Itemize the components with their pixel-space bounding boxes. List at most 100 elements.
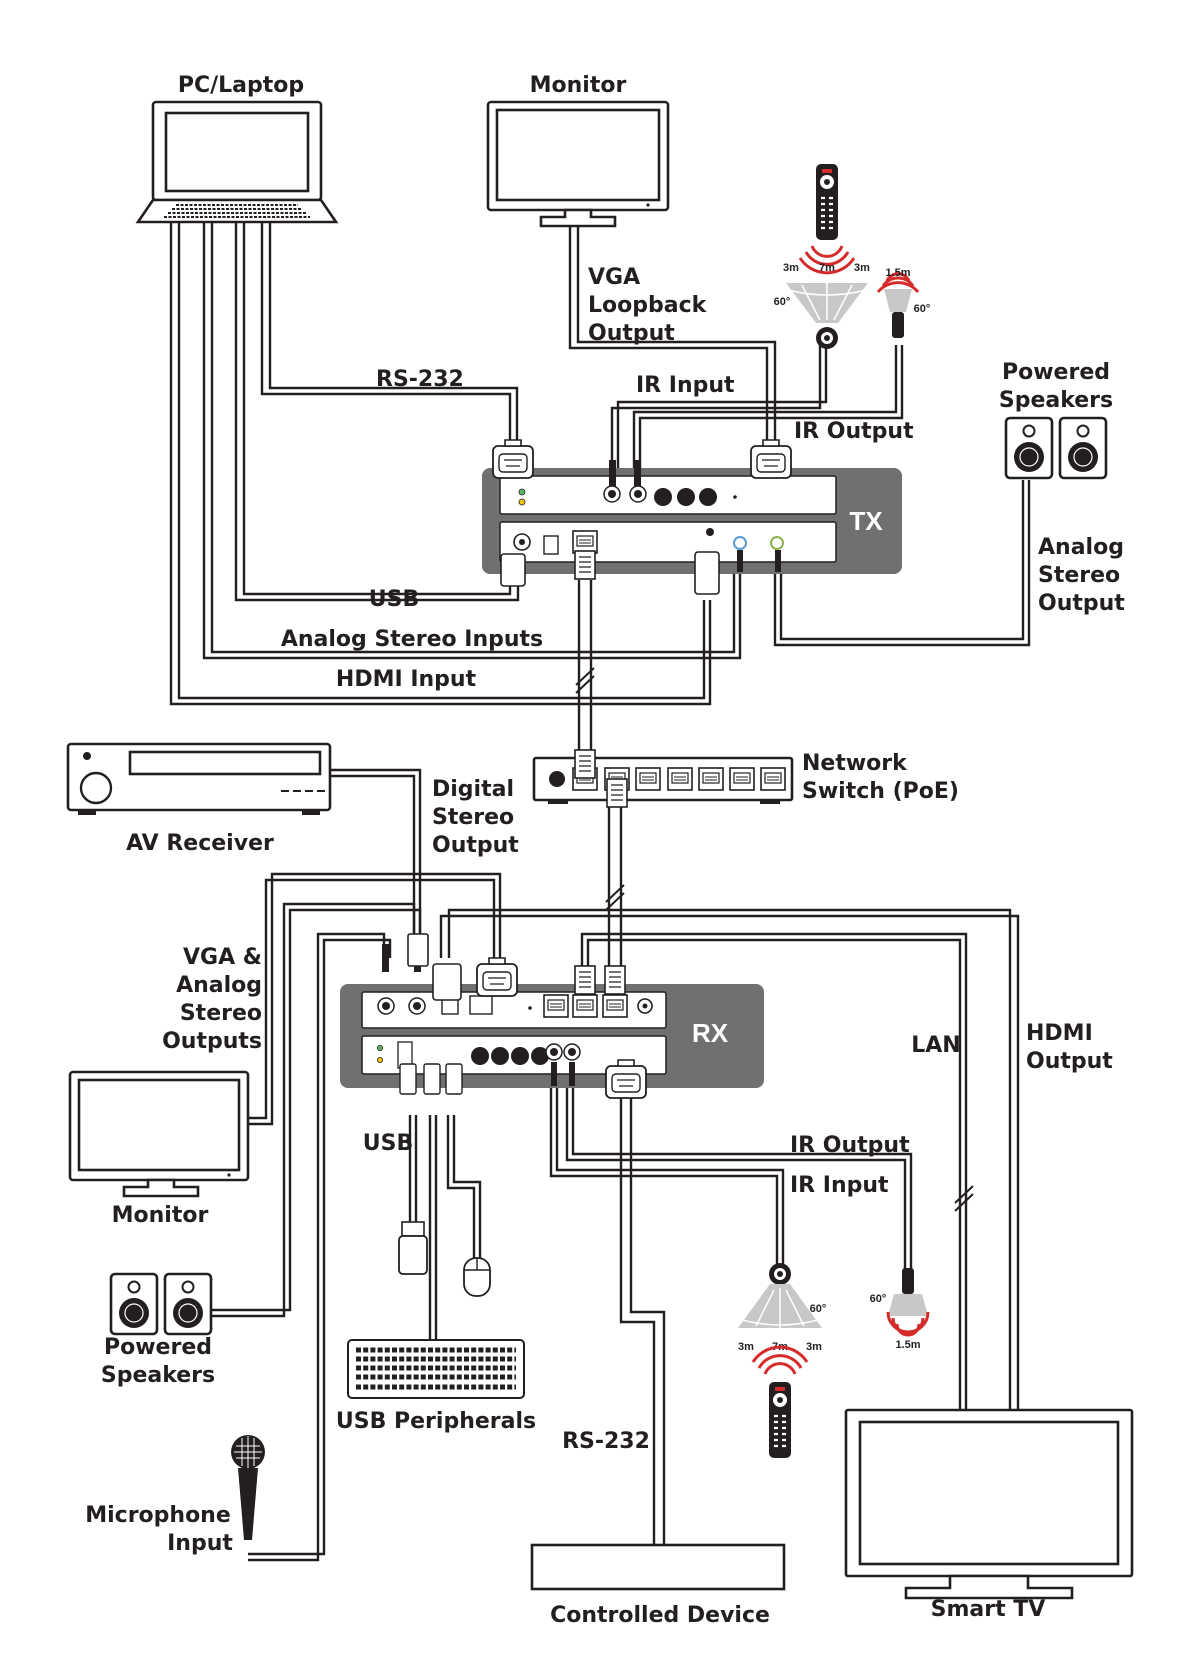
rx-vga-plug	[476, 957, 518, 997]
vga-loopback-label-2: Loopback	[588, 293, 708, 318]
remote-control-icon	[814, 162, 840, 242]
tx-label: TX	[849, 506, 883, 536]
cables	[169, 212, 1031, 1562]
usb-bottom-label: USB	[363, 1131, 413, 1156]
ir-output-top-label: IR Output	[794, 419, 914, 444]
ir-emitter-angle: 60°	[870, 1293, 887, 1305]
ir-emitter-angle: 60°	[914, 303, 931, 315]
tx-unit: TX	[482, 439, 902, 595]
ir-emitter-range: 1.5m	[885, 267, 910, 279]
smart-tv-label: Smart TV	[931, 1597, 1046, 1622]
rx-ir-in-jack	[545, 1043, 563, 1061]
hdmi-output-label-2: Output	[1026, 1049, 1113, 1074]
speaker-left-icon	[109, 1272, 159, 1336]
rx-lan3-port	[543, 994, 569, 1018]
cable-line-out	[202, 902, 416, 1318]
lan-label: LAN	[911, 1033, 960, 1058]
cable-ir-input-bottom	[549, 1082, 779, 1268]
ir-range-right: 3m	[806, 1341, 822, 1353]
ir-emitter-icon	[892, 312, 904, 338]
cable-analog-stereo-inputs	[202, 212, 742, 660]
monitor-top: Monitor	[486, 73, 670, 228]
cable-mic-in	[248, 932, 386, 1562]
pc-laptop-label: PC/Laptop	[178, 73, 304, 98]
usb-flash-drive-icon	[398, 1235, 428, 1275]
cable-usb-top	[234, 212, 520, 602]
cable-digital-stereo-output	[330, 774, 416, 935]
digital-stereo-output-label-3: Output	[432, 833, 519, 858]
cable-break-marks	[575, 667, 974, 1212]
cable-usb-mouse	[446, 1115, 476, 1258]
controlled-device-label: Controlled Device	[550, 1603, 770, 1628]
speaker-right-icon	[163, 1272, 213, 1336]
switch-port-3	[635, 767, 661, 791]
ir-range-center: 7m	[819, 262, 835, 274]
switch-port-7	[760, 767, 786, 791]
optical-plug-icon	[407, 933, 429, 967]
vga-analog-outputs-label-4: Outputs	[162, 1029, 262, 1054]
digital-stereo-output-label-1: Digital	[432, 777, 514, 802]
ir-receiver-bottom: 3m 7m 3m 60°	[738, 1263, 827, 1460]
rs232-bottom-label: RS-232	[562, 1429, 650, 1454]
rs232-connector	[492, 439, 534, 479]
ir-range-right: 3m	[854, 262, 870, 274]
microphone-label-2: Input	[167, 1531, 233, 1556]
rx-rs232-plug	[605, 1059, 647, 1099]
rx-hdmi-plug-icon	[432, 963, 462, 1001]
mic-in-jack	[377, 997, 395, 1015]
ir-receiver-top: 3m 7m 3m 60°	[774, 162, 870, 349]
analog-stereo-output-label-2: Stereo	[1038, 563, 1120, 588]
cable-rs232-bottom	[619, 1098, 656, 1545]
cable-analog-stereo-output	[773, 480, 1031, 647]
usb-peripherals: USB Peripherals	[336, 1221, 536, 1434]
remote-control-icon	[767, 1380, 793, 1460]
line-out-jack	[408, 997, 426, 1015]
powered-speakers-bottom: Powered Speakers	[101, 1272, 215, 1388]
ir-emitter-top: 1.5m 60°	[876, 267, 931, 338]
smart-tv: Smart TV	[844, 1408, 1134, 1622]
powered-speakers-top-label-2: Speakers	[999, 388, 1113, 413]
powered-speakers-bottom-label-1: Powered	[104, 1335, 212, 1360]
hdmi-output-label-1: HDMI	[1026, 1021, 1093, 1046]
ir-emitter-bottom: 60° 1.5m	[870, 1268, 930, 1351]
ir-in-jack	[629, 485, 647, 503]
ir-input-top-label: IR Input	[636, 373, 735, 398]
tx-rj45-plug	[574, 550, 596, 580]
rs232-top-label: RS-232	[376, 367, 464, 392]
usb-peripherals-label: USB Peripherals	[336, 1409, 536, 1434]
network-switch: Network Switch (PoE)	[532, 749, 959, 808]
ir-range-left: 3m	[783, 262, 799, 274]
vga-loopback-label-3: Output	[588, 321, 675, 346]
network-switch-label-2: Switch (PoE)	[802, 779, 959, 804]
cable-vga-loopback	[568, 222, 769, 440]
rx-label: RX	[692, 1018, 729, 1048]
pc-laptop: PC/Laptop	[135, 73, 339, 224]
cable-ir-output-bottom	[565, 1082, 907, 1270]
vga-analog-outputs-label-3: Stereo	[180, 1001, 262, 1026]
cable-vga-out	[248, 878, 496, 1120]
monitor-bottom: Monitor	[68, 1070, 250, 1228]
cable-ir-output-top	[638, 345, 904, 480]
powered-speakers-top-label-1: Powered	[1002, 360, 1110, 385]
microphone: Microphone Input	[85, 1435, 265, 1556]
cable-hdmi-input	[169, 212, 712, 706]
av-receiver-label: AV Receiver	[126, 831, 274, 856]
rx-unit: RX	[340, 933, 764, 1099]
speaker-left-icon	[1004, 416, 1054, 480]
microphone-label-1: Microphone	[85, 1503, 231, 1528]
monitor-top-label: Monitor	[530, 73, 627, 98]
usb-plug-icon	[500, 553, 526, 587]
ir-angle: 60°	[774, 296, 791, 308]
speaker-right-icon	[1058, 416, 1108, 480]
ir-angle: 60°	[810, 1303, 827, 1315]
hdmi-plug-icon	[694, 551, 720, 595]
cable-hdmi-output	[439, 914, 1020, 1410]
analog-stereo-inputs-label: Analog Stereo Inputs	[281, 627, 543, 652]
analog-stereo-output-label-3: Output	[1038, 591, 1125, 616]
analog-stereo-output-label-1: Analog	[1038, 535, 1124, 560]
switch-port-6	[729, 767, 755, 791]
ir-emitter-range: 1.5m	[895, 1339, 920, 1351]
av-receiver: AV Receiver	[66, 742, 332, 856]
rx-lan2-port	[572, 994, 598, 1018]
